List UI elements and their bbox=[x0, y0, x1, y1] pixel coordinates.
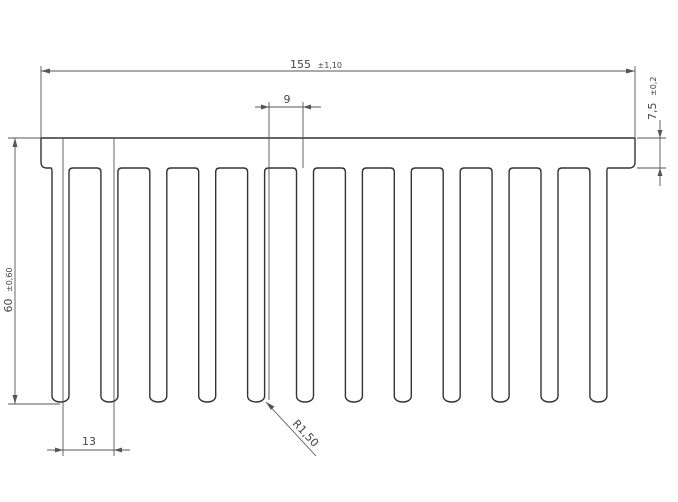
dimension-overall-height: 60 ±0,60 bbox=[2, 137, 60, 405]
dimension-fillet-radius: R1,50 bbox=[265, 401, 321, 457]
arrow-right bbox=[626, 68, 635, 74]
arrow-base-top bbox=[657, 130, 663, 138]
dimension-fin-pitch: 13 bbox=[47, 138, 130, 456]
fin-pitch-label: 13 bbox=[82, 435, 96, 448]
overall-height-value: 60 bbox=[2, 299, 15, 313]
dimension-base-thickness: 7,5 ±0,2 bbox=[637, 77, 666, 186]
arrow-height-bottom bbox=[12, 395, 18, 404]
base-thickness-tolerance: ±0,2 bbox=[649, 77, 658, 96]
arrow-radius bbox=[266, 402, 275, 410]
overall-height-label: 60 ±0,60 bbox=[2, 267, 15, 312]
overall-width-tolerance: ±1,10 bbox=[317, 61, 342, 70]
overall-width-label: 155 ±1,10 bbox=[290, 58, 342, 71]
overall-height-tolerance: ±0,60 bbox=[5, 267, 14, 292]
fin-spacing-label: 9 bbox=[284, 93, 291, 106]
dimension-overall-width: 155 ±1,10 bbox=[40, 58, 636, 138]
arrow-pitch-right bbox=[114, 447, 122, 453]
base-thickness-value: 7,5 bbox=[646, 103, 659, 121]
arrow-height-top bbox=[12, 138, 18, 147]
arrow-left bbox=[41, 68, 50, 74]
dimension-fin-spacing: 9 bbox=[255, 93, 321, 400]
leader-line-radius bbox=[265, 401, 317, 457]
arrow-base-bottom bbox=[657, 168, 663, 176]
arrow-spacing-right bbox=[303, 104, 311, 110]
arrow-spacing-left bbox=[261, 104, 269, 110]
base-thickness-label: 7,5 ±0,2 bbox=[646, 77, 659, 120]
overall-width-value: 155 bbox=[290, 58, 311, 71]
arrow-pitch-left bbox=[55, 447, 63, 453]
heatsink-profile-outline bbox=[40, 137, 636, 403]
